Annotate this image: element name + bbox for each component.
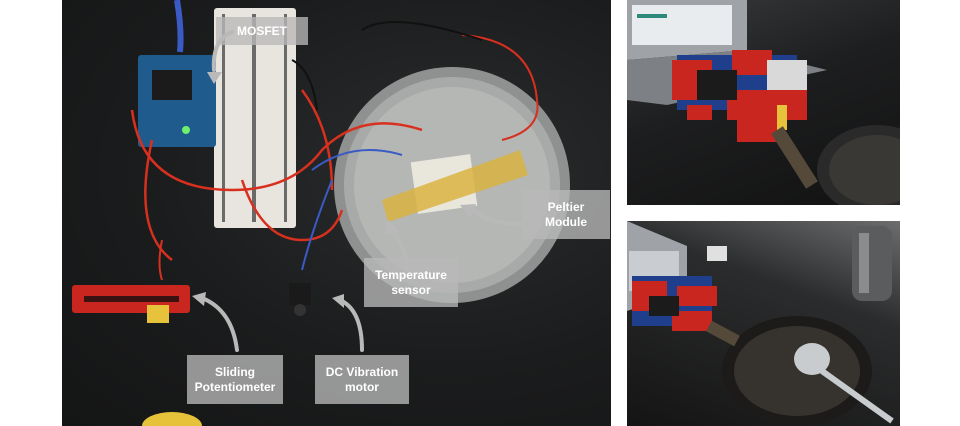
- device-photo-bottom: [627, 221, 900, 426]
- vibration-motor-label: DC Vibration motor: [315, 355, 409, 404]
- mosfet-label: MOSFET: [216, 17, 308, 45]
- sliding-potentiometer-label: Sliding Potentiometer: [187, 355, 283, 404]
- main-photo: [62, 0, 611, 426]
- peltier-module-label: Peltier Module: [522, 190, 610, 239]
- temperature-sensor-label: Temperature sensor: [364, 258, 458, 307]
- device-photo-top: [627, 0, 900, 205]
